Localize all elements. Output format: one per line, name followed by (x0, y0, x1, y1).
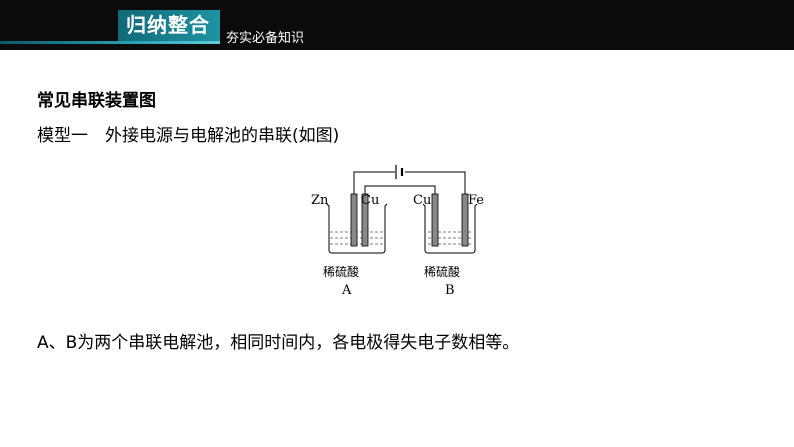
beaker-a (326, 193, 388, 254)
header-bar: 归纳整合 夯实必备知识 (0, 0, 794, 50)
section-heading: 常见串联装置图 (37, 91, 156, 111)
electrode-b-left (431, 193, 439, 247)
description-text: A、B为两个串联电解池，相同时间内，各电极得失电子数相等。 (37, 333, 520, 353)
electrode-a-left-label: Zn (311, 193, 329, 208)
cell-b-label: B (445, 283, 455, 298)
cell-a-label: A (341, 283, 352, 298)
cell-b-electrolyte: 稀硫酸 (424, 264, 460, 279)
header-title-tab (118, 10, 220, 41)
beaker-b-outline (422, 203, 478, 254)
header-subtitle: 夯实必备知识 (226, 31, 305, 46)
beaker-b (422, 193, 478, 254)
electrode-a-left (350, 193, 358, 247)
header-accent-line (0, 41, 220, 44)
header-title: 归纳整合 (126, 13, 210, 37)
electrode-b-left-label: Cu (413, 193, 431, 208)
beaker-a-outline (326, 203, 388, 254)
electrode-a-right (361, 193, 369, 247)
model-title: 模型一 外接电源与电解池的串联(如图) (37, 126, 340, 146)
electrolysis-diagram: Zn Cu Cu Fe 稀硫酸 稀硫酸 A B (305, 160, 495, 300)
cell-a-electrolyte: 稀硫酸 (323, 264, 359, 279)
circuit-wires (353, 171, 466, 194)
electrode-a-right-label: Cu (361, 193, 379, 208)
electrode-b-right-label: Fe (468, 193, 484, 208)
battery-icon (395, 165, 404, 179)
electrode-b-right (461, 193, 469, 247)
